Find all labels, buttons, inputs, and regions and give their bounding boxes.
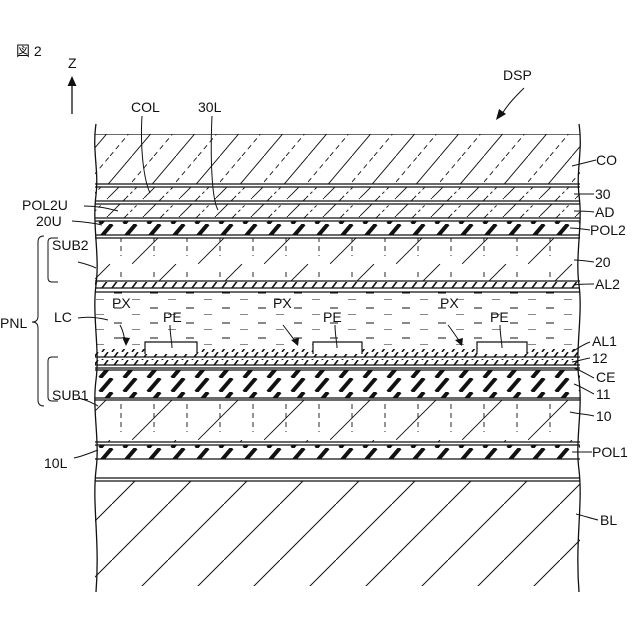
label-ce: CE	[596, 369, 615, 385]
label-10: 10	[596, 408, 612, 424]
label-bl: BL	[600, 512, 617, 528]
layer-20	[95, 238, 580, 281]
label-12: 12	[592, 350, 608, 366]
label-pe-3: PE	[490, 309, 509, 325]
label-20: 20	[595, 254, 611, 270]
label-col: COL	[131, 99, 160, 115]
label-11: 11	[596, 386, 611, 402]
label-pol1: POL1	[592, 444, 628, 460]
label-lc: LC	[54, 309, 72, 325]
layer-pol2	[95, 221, 580, 235]
label-sub1: SUB1	[52, 387, 89, 403]
layer-stack	[80, 134, 600, 586]
pixel-electrode-1	[145, 342, 197, 354]
label-20u: 20U	[36, 213, 62, 229]
label-px-3: PX	[440, 295, 459, 311]
z-axis-indicator: Z	[68, 55, 78, 114]
label-dsp: DSP	[503, 67, 532, 83]
figure-label: 図 2	[16, 43, 42, 59]
label-pol2: POL2	[590, 222, 626, 238]
label-co: CO	[596, 152, 617, 168]
label-al2: AL2	[595, 276, 620, 292]
layer-al2	[95, 282, 580, 288]
layer-30	[95, 187, 580, 201]
bracket-pnl	[32, 236, 44, 406]
label-30l: 30L	[198, 99, 222, 115]
layer-12	[95, 359, 580, 365]
layer-pol1	[95, 445, 580, 459]
label-al1: AL1	[592, 333, 617, 349]
label-px-2: PX	[273, 295, 292, 311]
label-px-1: PX	[112, 295, 131, 311]
label-pe-1: PE	[163, 309, 182, 325]
label-pe-2: PE	[323, 309, 342, 325]
label-pnl: PNL	[0, 315, 27, 331]
layer-ad	[95, 204, 580, 218]
z-axis-label: Z	[68, 55, 77, 71]
label-sub2: SUB2	[52, 237, 89, 253]
label-pol2u: POL2U	[22, 197, 68, 213]
layer-co	[95, 134, 580, 184]
layer-11	[95, 370, 580, 398]
layer-bl	[95, 481, 580, 586]
label-30: 30	[595, 186, 611, 202]
label-ad: AD	[595, 204, 614, 220]
label-10l: 10L	[44, 455, 68, 471]
layer-10	[95, 400, 580, 442]
